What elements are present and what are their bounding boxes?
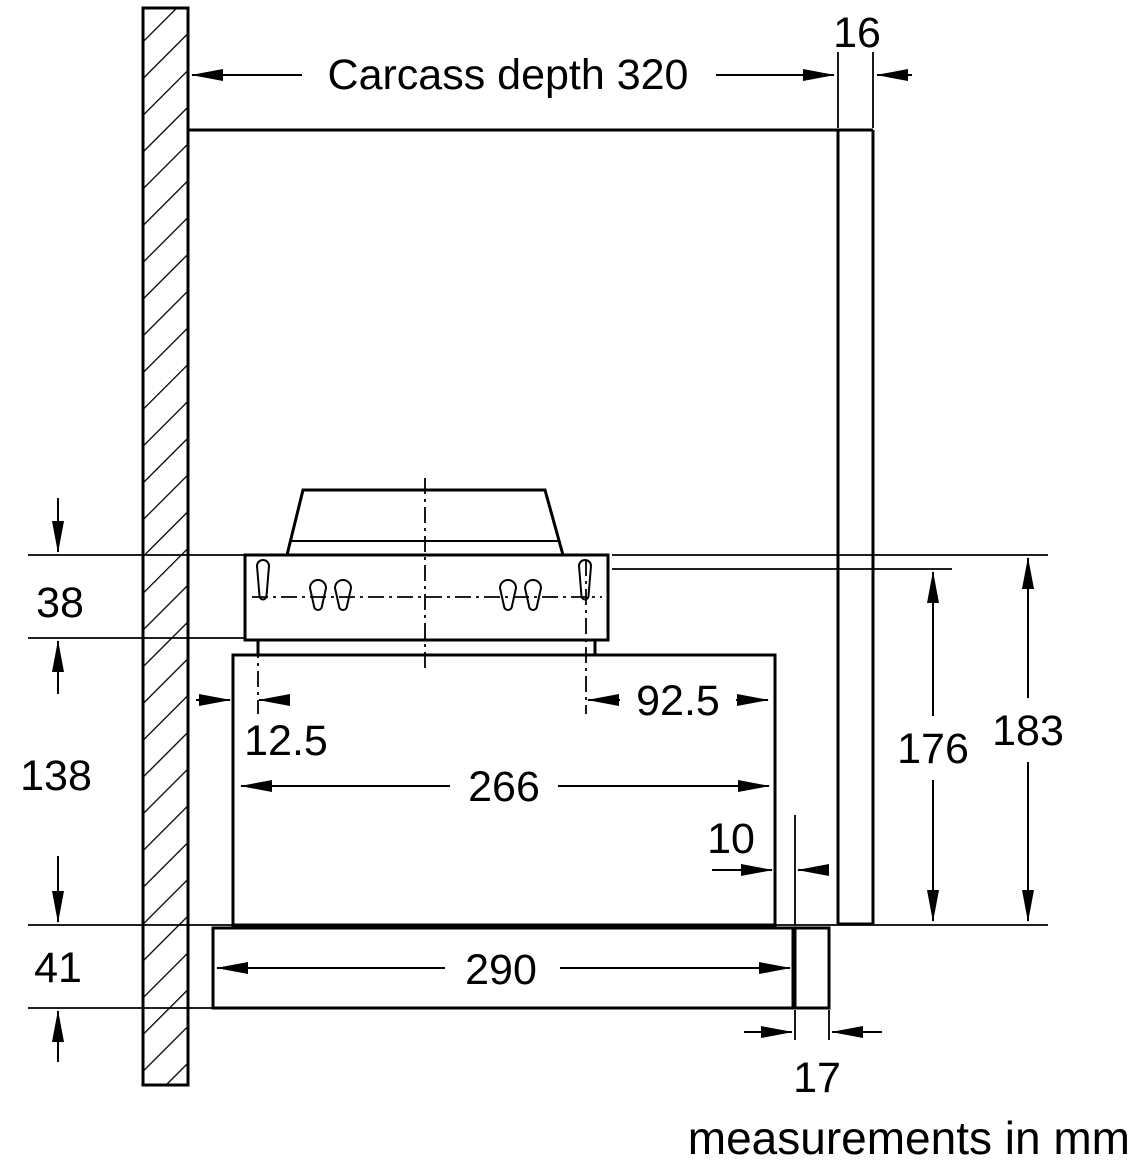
dim-label-266: 266: [468, 763, 540, 811]
dim-label-12-5: 12.5: [244, 717, 328, 765]
keyhole-icon: [308, 579, 328, 611]
cabinet-carcass: [188, 128, 875, 926]
dim-label-92-5: 92.5: [636, 677, 720, 725]
keyhole-icon: [523, 579, 543, 611]
wall-hatched: [141, 6, 190, 1087]
dim-label-carcass-depth: Carcass depth 320: [328, 51, 689, 99]
keyhole-icon: [255, 559, 271, 601]
dim-label-176: 176: [897, 725, 969, 773]
dim-label-16: 16: [833, 9, 881, 57]
dim-label-138: 138: [20, 752, 92, 800]
keyhole-slots: [255, 559, 593, 611]
furniture-door-section: [793, 926, 831, 1010]
keyhole-icon: [333, 579, 353, 611]
dim-label-290: 290: [465, 946, 537, 994]
mounting-band: [256, 638, 597, 657]
dim-label-183: 183: [992, 707, 1064, 755]
keyhole-icon: [498, 579, 518, 611]
keyhole-icon: [577, 559, 593, 601]
cooker-hood: [211, 478, 831, 1010]
dim-label-17: 17: [793, 1054, 841, 1102]
hood-body: [231, 653, 777, 927]
dim-label-41: 41: [34, 944, 82, 992]
footer-note: measurements in mm: [688, 1112, 1130, 1164]
dim-label-10: 10: [707, 815, 755, 863]
dim-label-38: 38: [36, 579, 84, 627]
